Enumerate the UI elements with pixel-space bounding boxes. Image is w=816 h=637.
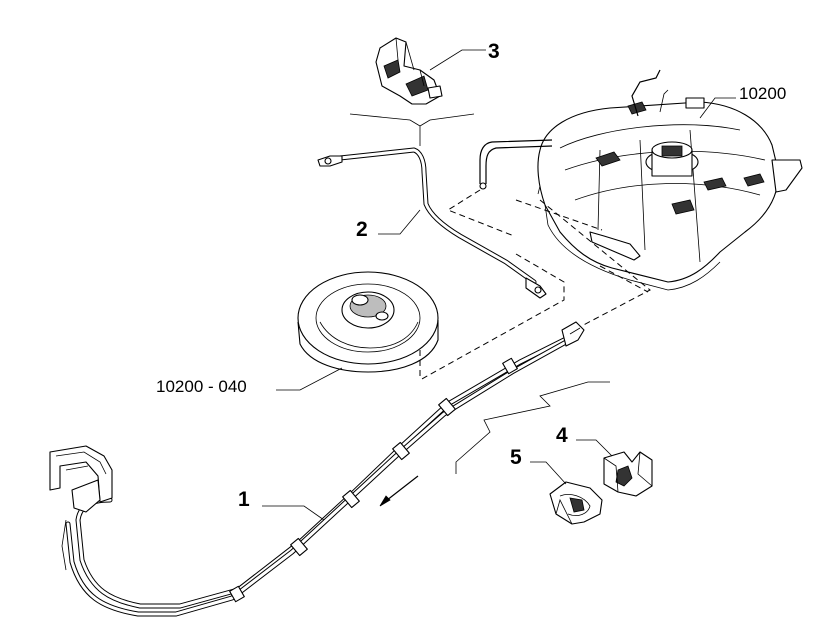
filler-bracket-part — [375, 37, 443, 105]
item-5-leader — [530, 461, 567, 485]
spare-wheel — [297, 271, 439, 373]
item-5-label: 5 — [510, 446, 522, 469]
flow-direction-arrow — [379, 475, 419, 507]
fuel-tank — [479, 69, 803, 291]
clip-4-part — [603, 451, 653, 497]
item-1-label: 1 — [238, 488, 250, 511]
item-1-leader — [262, 505, 325, 521]
group-bracket-clips — [455, 381, 610, 474]
item-3-leader — [429, 49, 486, 71]
tank-ref-label: 10200 — [739, 84, 786, 103]
clip-5-part — [549, 481, 603, 525]
breather-hose-part — [317, 147, 547, 299]
item-3-label: 3 — [488, 40, 500, 63]
spare-wheel-leader — [276, 367, 343, 391]
item-4-leader — [576, 439, 613, 457]
tank-ref-leader — [699, 97, 736, 119]
spare-wheel-ref-label: 10200 - 040 — [156, 377, 247, 396]
item-2-label: 2 — [356, 218, 368, 241]
assembly-dashed-lines — [419, 189, 651, 381]
item-2-leader — [378, 209, 421, 235]
item-4-label: 4 — [556, 424, 568, 447]
group-bracket-2 — [349, 113, 475, 146]
main-fuel-line-part — [49, 321, 585, 617]
